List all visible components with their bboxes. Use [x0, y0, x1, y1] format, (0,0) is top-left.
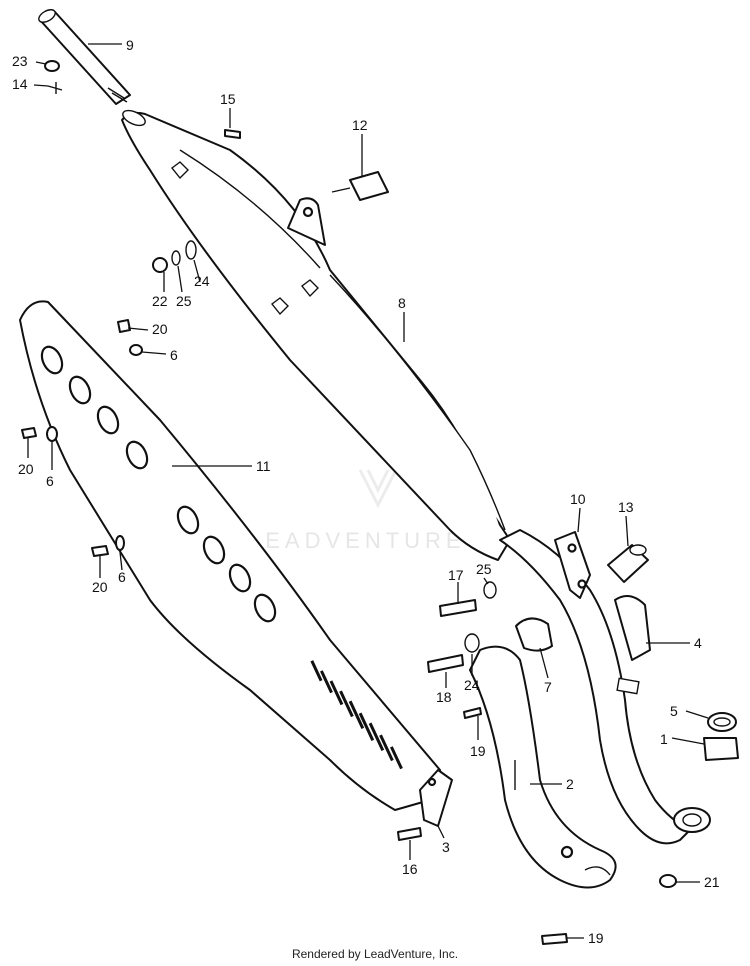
callout-16: 16	[402, 861, 418, 877]
callout-19-b: 19	[588, 930, 604, 946]
part-4-exhaust-pipe-b	[499, 529, 711, 845]
callout-10: 10	[570, 491, 586, 507]
callout-6: 6	[170, 347, 178, 363]
callout-20: 20	[152, 321, 168, 337]
callout-11: 11	[256, 458, 271, 474]
part-6-grommet-c	[115, 535, 125, 551]
part-9-tail-pipe	[38, 9, 131, 105]
leader-lines	[27, 43, 709, 939]
callout-21: 21	[704, 874, 720, 890]
part-12-spacer	[331, 171, 389, 201]
part-18-bolt	[427, 654, 464, 673]
part-23-nut	[44, 60, 60, 72]
part-24-washer-b	[464, 633, 480, 653]
callout-15: 15	[220, 91, 236, 107]
callout-17: 17	[448, 567, 464, 583]
callout-3: 3	[442, 839, 450, 855]
part-24-washer	[185, 240, 197, 260]
footer-credit: Rendered by LeadVenture, Inc.	[291, 947, 459, 961]
callout-4: 4	[694, 635, 702, 651]
part-8-muffler	[121, 109, 511, 561]
part-20-screw	[117, 319, 131, 333]
callout-25: 25	[176, 293, 192, 309]
callouts: 9 23 14 15 12 22 25 24 8 20 6 20 6 11 20…	[12, 37, 720, 946]
part-1-joint	[703, 737, 739, 761]
callout-20-c: 20	[92, 579, 108, 595]
part-16-bolt	[397, 827, 422, 841]
part-13-collar	[607, 544, 649, 583]
part-20-screw-c	[91, 545, 109, 557]
part-6-grommet-b	[46, 426, 58, 442]
part-17-bolt	[439, 599, 477, 617]
callout-14: 14	[12, 76, 28, 92]
callout-13: 13	[618, 499, 634, 515]
callout-19: 19	[470, 743, 486, 759]
callout-24-b: 24	[464, 677, 480, 693]
part-19-screw	[463, 707, 482, 719]
callout-18: 18	[436, 689, 452, 705]
part-7-collar	[515, 617, 553, 652]
part-11-heat-shield	[19, 300, 443, 811]
callout-6-c: 6	[118, 569, 126, 585]
callout-23: 23	[12, 53, 28, 69]
part-6-grommet	[129, 344, 143, 356]
part-20-screw-b	[21, 427, 37, 439]
fasteners	[21, 60, 677, 945]
callout-1: 1	[660, 731, 668, 747]
part-10-bracket	[554, 531, 591, 599]
callout-24: 24	[194, 273, 210, 289]
part-25-washer-b	[483, 581, 497, 599]
part-14-screw	[47, 82, 63, 94]
callout-8: 8	[398, 295, 406, 311]
callout-6-b: 6	[46, 473, 54, 489]
part-2-exhaust-pipe	[469, 645, 617, 889]
part-3-bracket	[419, 769, 453, 827]
watermark: LEADVENTURE	[248, 403, 466, 553]
part-25-washer	[171, 250, 181, 266]
callout-22: 22	[152, 293, 168, 309]
callout-7: 7	[544, 679, 552, 695]
callout-9: 9	[126, 37, 134, 53]
callout-20-b: 20	[18, 461, 34, 477]
callout-25-b: 25	[476, 561, 492, 577]
callout-5: 5	[670, 703, 678, 719]
part-5-ring	[707, 712, 737, 732]
part-19-screw-b	[541, 933, 568, 945]
part-22-nut	[152, 257, 168, 273]
watermark-text: LEADVENTURE	[248, 528, 466, 553]
callout-2: 2	[566, 776, 574, 792]
callout-12: 12	[352, 117, 368, 133]
part-15-bolt	[224, 129, 241, 139]
part-21-nut	[659, 874, 677, 888]
